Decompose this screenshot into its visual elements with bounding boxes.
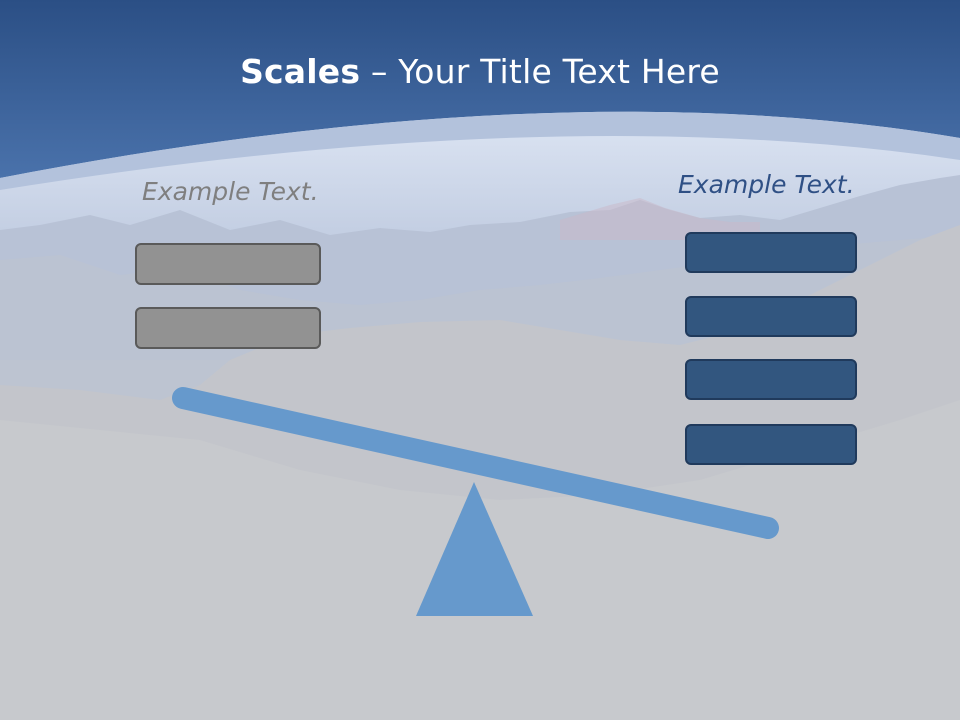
- right-box-4: [685, 424, 857, 465]
- left-box-2: [135, 307, 321, 349]
- title-bold: Scales: [240, 52, 361, 91]
- slide-title: Scales – Your Title Text Here: [0, 52, 960, 91]
- right-box-2: [685, 296, 857, 337]
- title-rest: – Your Title Text Here: [360, 52, 720, 91]
- right-example-label: Example Text.: [678, 170, 855, 199]
- left-box-1: [135, 243, 321, 285]
- scale-beam: [172, 387, 779, 539]
- right-box-3: [685, 359, 857, 400]
- header-arc-stripe: [0, 111, 960, 190]
- left-example-label: Example Text.: [142, 177, 319, 206]
- scale-fulcrum: [416, 482, 533, 616]
- header-band: [0, 0, 960, 178]
- right-box-1: [685, 232, 857, 273]
